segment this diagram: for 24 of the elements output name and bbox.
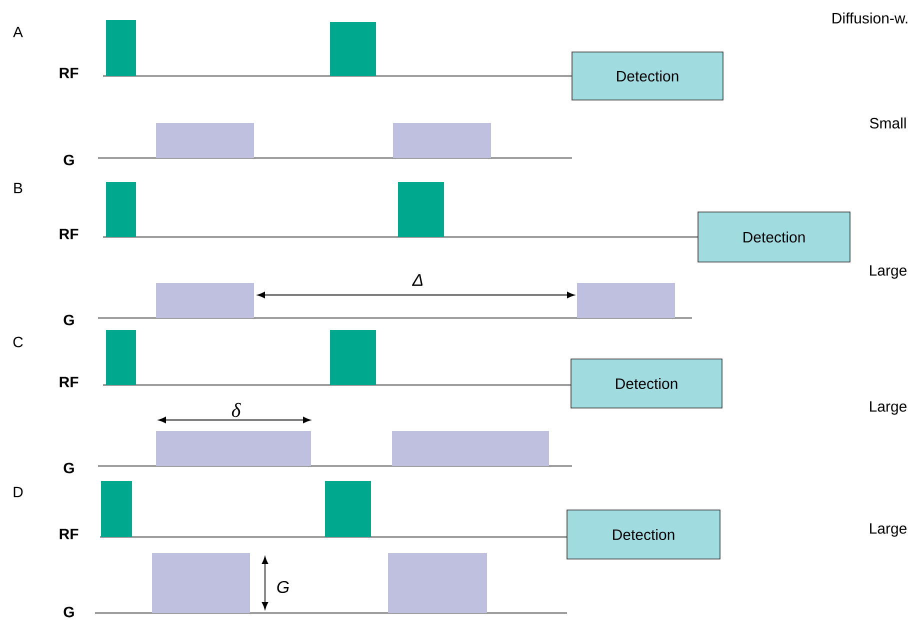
dimension-label: Δ [412, 274, 423, 286]
letter: A [13, 26, 23, 38]
detection-box: Detection [698, 212, 850, 262]
side-label: Large [870, 265, 906, 279]
letter: B [14, 182, 22, 194]
side-label: Diffusion-w. [832, 12, 908, 24]
dimension-label: δ [232, 402, 241, 418]
channel-label: RF [60, 376, 78, 388]
detection-box: Detection [572, 52, 724, 100]
detection-box: Detection [570, 358, 722, 408]
dimension-label: G [277, 581, 289, 594]
side-label: Large [870, 523, 906, 537]
channel-label: RF [60, 528, 78, 540]
side-label: Large [870, 401, 906, 415]
channel-label: RF [60, 228, 78, 240]
channel-label: G [64, 606, 74, 618]
letter: C [13, 336, 23, 348]
channel-label: G [64, 154, 74, 166]
detection-box: Detection [566, 510, 720, 560]
channel-label: G [64, 314, 74, 326]
channel-label: G [64, 462, 74, 474]
side-label: Small [870, 118, 906, 128]
letter: D [14, 486, 23, 498]
channel-label: RF [60, 68, 78, 78]
